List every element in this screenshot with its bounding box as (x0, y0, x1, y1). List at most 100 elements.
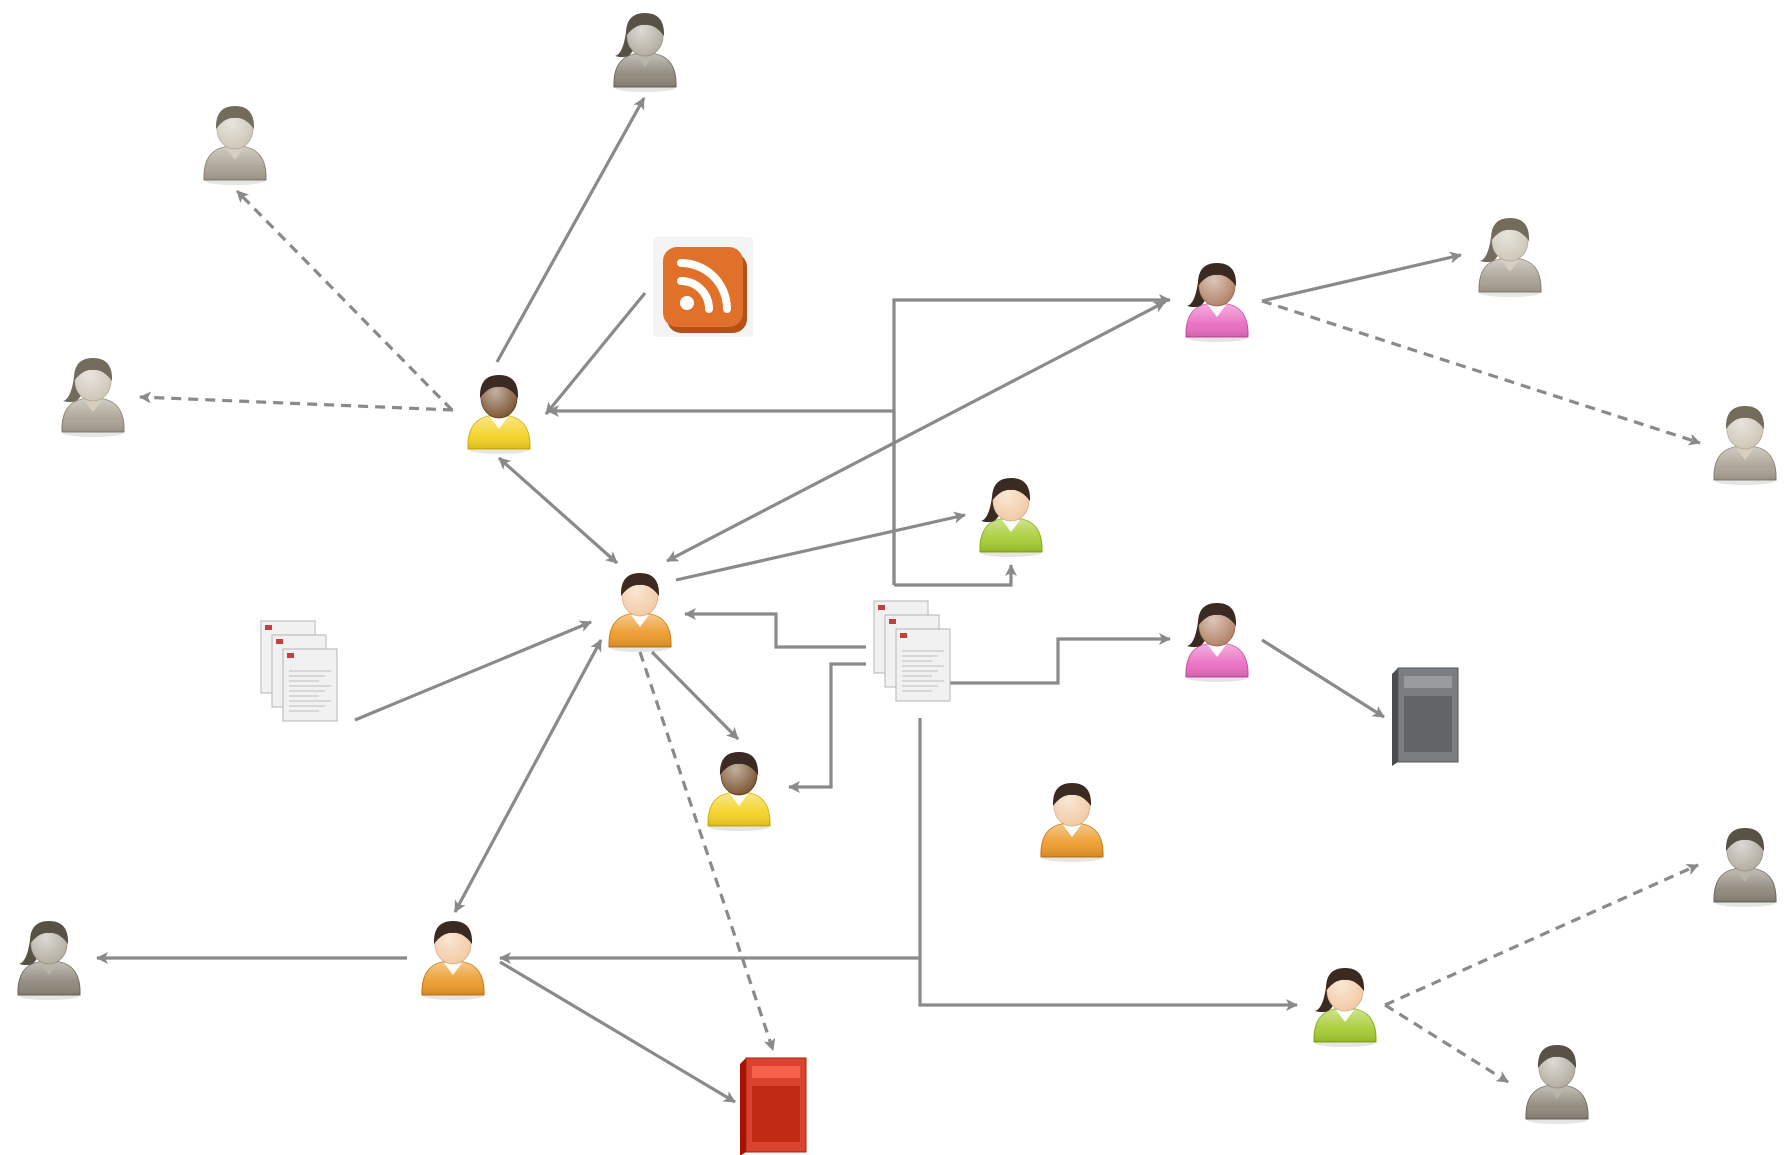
person-collar (84, 400, 102, 412)
person-collar (1336, 1010, 1354, 1022)
edge-orange-low-to-red-book (499, 960, 736, 1104)
edge-docs-center-to-hub (547, 405, 896, 585)
edge-center-to-orange-low (453, 639, 603, 913)
person-body-shine (608, 614, 672, 647)
person-body-shine (17, 962, 81, 995)
person-icon-green-mid (979, 478, 1043, 557)
person-icon-topleft-man (203, 106, 267, 185)
edge-pink-top-to-right-top-woman (1261, 251, 1462, 303)
person-hair-long (1315, 987, 1333, 1013)
document-logo (265, 625, 272, 630)
edge-docs-center-to-yellow-low (788, 662, 866, 793)
person-hair (433, 921, 473, 944)
person-body-shine (467, 416, 531, 449)
person-icon-hub (467, 375, 531, 454)
person-body-shine (1525, 1086, 1589, 1119)
edges-layer (96, 97, 1701, 1104)
person-collar (40, 963, 58, 975)
person-hair-long (615, 32, 633, 58)
person-icon-right-top-woman (1478, 218, 1542, 297)
person-hair-long (1480, 237, 1498, 263)
edge-hub-to-left-woman (139, 391, 454, 412)
rss-dot (680, 296, 694, 310)
person-hair (991, 478, 1031, 501)
documents-icon-docs-left (260, 620, 338, 722)
person-collar (490, 417, 508, 429)
document-logo (287, 653, 294, 658)
person-hair (1490, 218, 1530, 241)
book-icon-gray-book (1392, 667, 1459, 766)
person-hair (215, 106, 255, 129)
documents-icon-docs-center (873, 600, 951, 702)
person-icon-pink-top (1185, 263, 1249, 342)
edge-pink-top-to-center (666, 300, 1166, 563)
person-body-shine (1713, 447, 1777, 480)
person-collar (1736, 870, 1754, 882)
person-icon-far-left-woman (17, 921, 81, 1000)
rss-icon-rss-feed (653, 237, 753, 337)
edge-pink-mid-to-gray-book (1261, 638, 1385, 719)
document-page (282, 648, 338, 722)
person-body-shine (1313, 1009, 1377, 1042)
edge-docs-center-to-green-low (918, 958, 1298, 1011)
person-hair-long (1187, 622, 1205, 648)
person-icon-top-woman (613, 13, 677, 92)
book-spine (740, 1058, 746, 1155)
person-body-shine (421, 962, 485, 995)
person-body-shine (1185, 304, 1249, 337)
book-icon-red-book (740, 1057, 807, 1155)
edge-green-low-to-bottom-right-man (1384, 1003, 1509, 1084)
book-title-band (1404, 676, 1452, 688)
person-collar (444, 963, 462, 975)
person-collar (1208, 305, 1226, 317)
person-hair (29, 921, 69, 944)
person-icon-orange-right (1040, 783, 1104, 862)
person-body-shine (1040, 824, 1104, 857)
edge-docs-center-to-green-mid (894, 564, 1017, 587)
person-body-shine (61, 399, 125, 432)
person-collar (1736, 448, 1754, 460)
person-body-shine (1185, 644, 1249, 677)
person-collar (636, 55, 654, 67)
person-hair (1725, 828, 1765, 851)
person-icon-green-low (1313, 968, 1377, 1047)
book-spine (1392, 668, 1398, 766)
person-hair (1197, 603, 1237, 626)
document-logo (900, 633, 907, 638)
book-illustration (752, 1086, 800, 1142)
person-icon-yellow-low (707, 752, 771, 831)
person-icon-right-low-man (1713, 828, 1777, 907)
person-icon-center (608, 573, 672, 652)
edge-docs-left-to-center (354, 620, 592, 722)
person-icon-pink-mid (1185, 603, 1249, 682)
person-hair (1725, 406, 1765, 429)
edge-center-to-yellow-low (650, 650, 740, 741)
document-logo (889, 619, 896, 624)
edge-docs-center-to-orange-low (499, 718, 922, 964)
person-icon-orange-low (421, 921, 485, 1000)
edge-center-to-red-book (638, 651, 776, 1051)
person-hair (479, 375, 519, 398)
person-hair (620, 573, 660, 596)
person-hair (1537, 1045, 1577, 1068)
person-hair (73, 358, 113, 381)
person-collar (1548, 1087, 1566, 1099)
person-hair (1052, 783, 1092, 806)
person-icon-right-man (1713, 406, 1777, 485)
document-logo (878, 605, 885, 610)
person-collar (631, 615, 649, 627)
edge-rss-feed-to-hub (544, 291, 647, 416)
person-hair-long (981, 497, 999, 523)
person-hair-long (19, 940, 37, 966)
person-body-shine (203, 147, 267, 180)
person-body-shine (979, 519, 1043, 552)
edge-hub-to-topleft-man (235, 189, 454, 412)
edge-green-low-to-right-low-man (1384, 863, 1699, 1007)
person-collar (1501, 260, 1519, 272)
book-title-band (752, 1066, 800, 1078)
rss-wave-inner (677, 277, 713, 313)
person-body-shine (613, 54, 677, 87)
nodes-layer (17, 13, 1777, 1155)
